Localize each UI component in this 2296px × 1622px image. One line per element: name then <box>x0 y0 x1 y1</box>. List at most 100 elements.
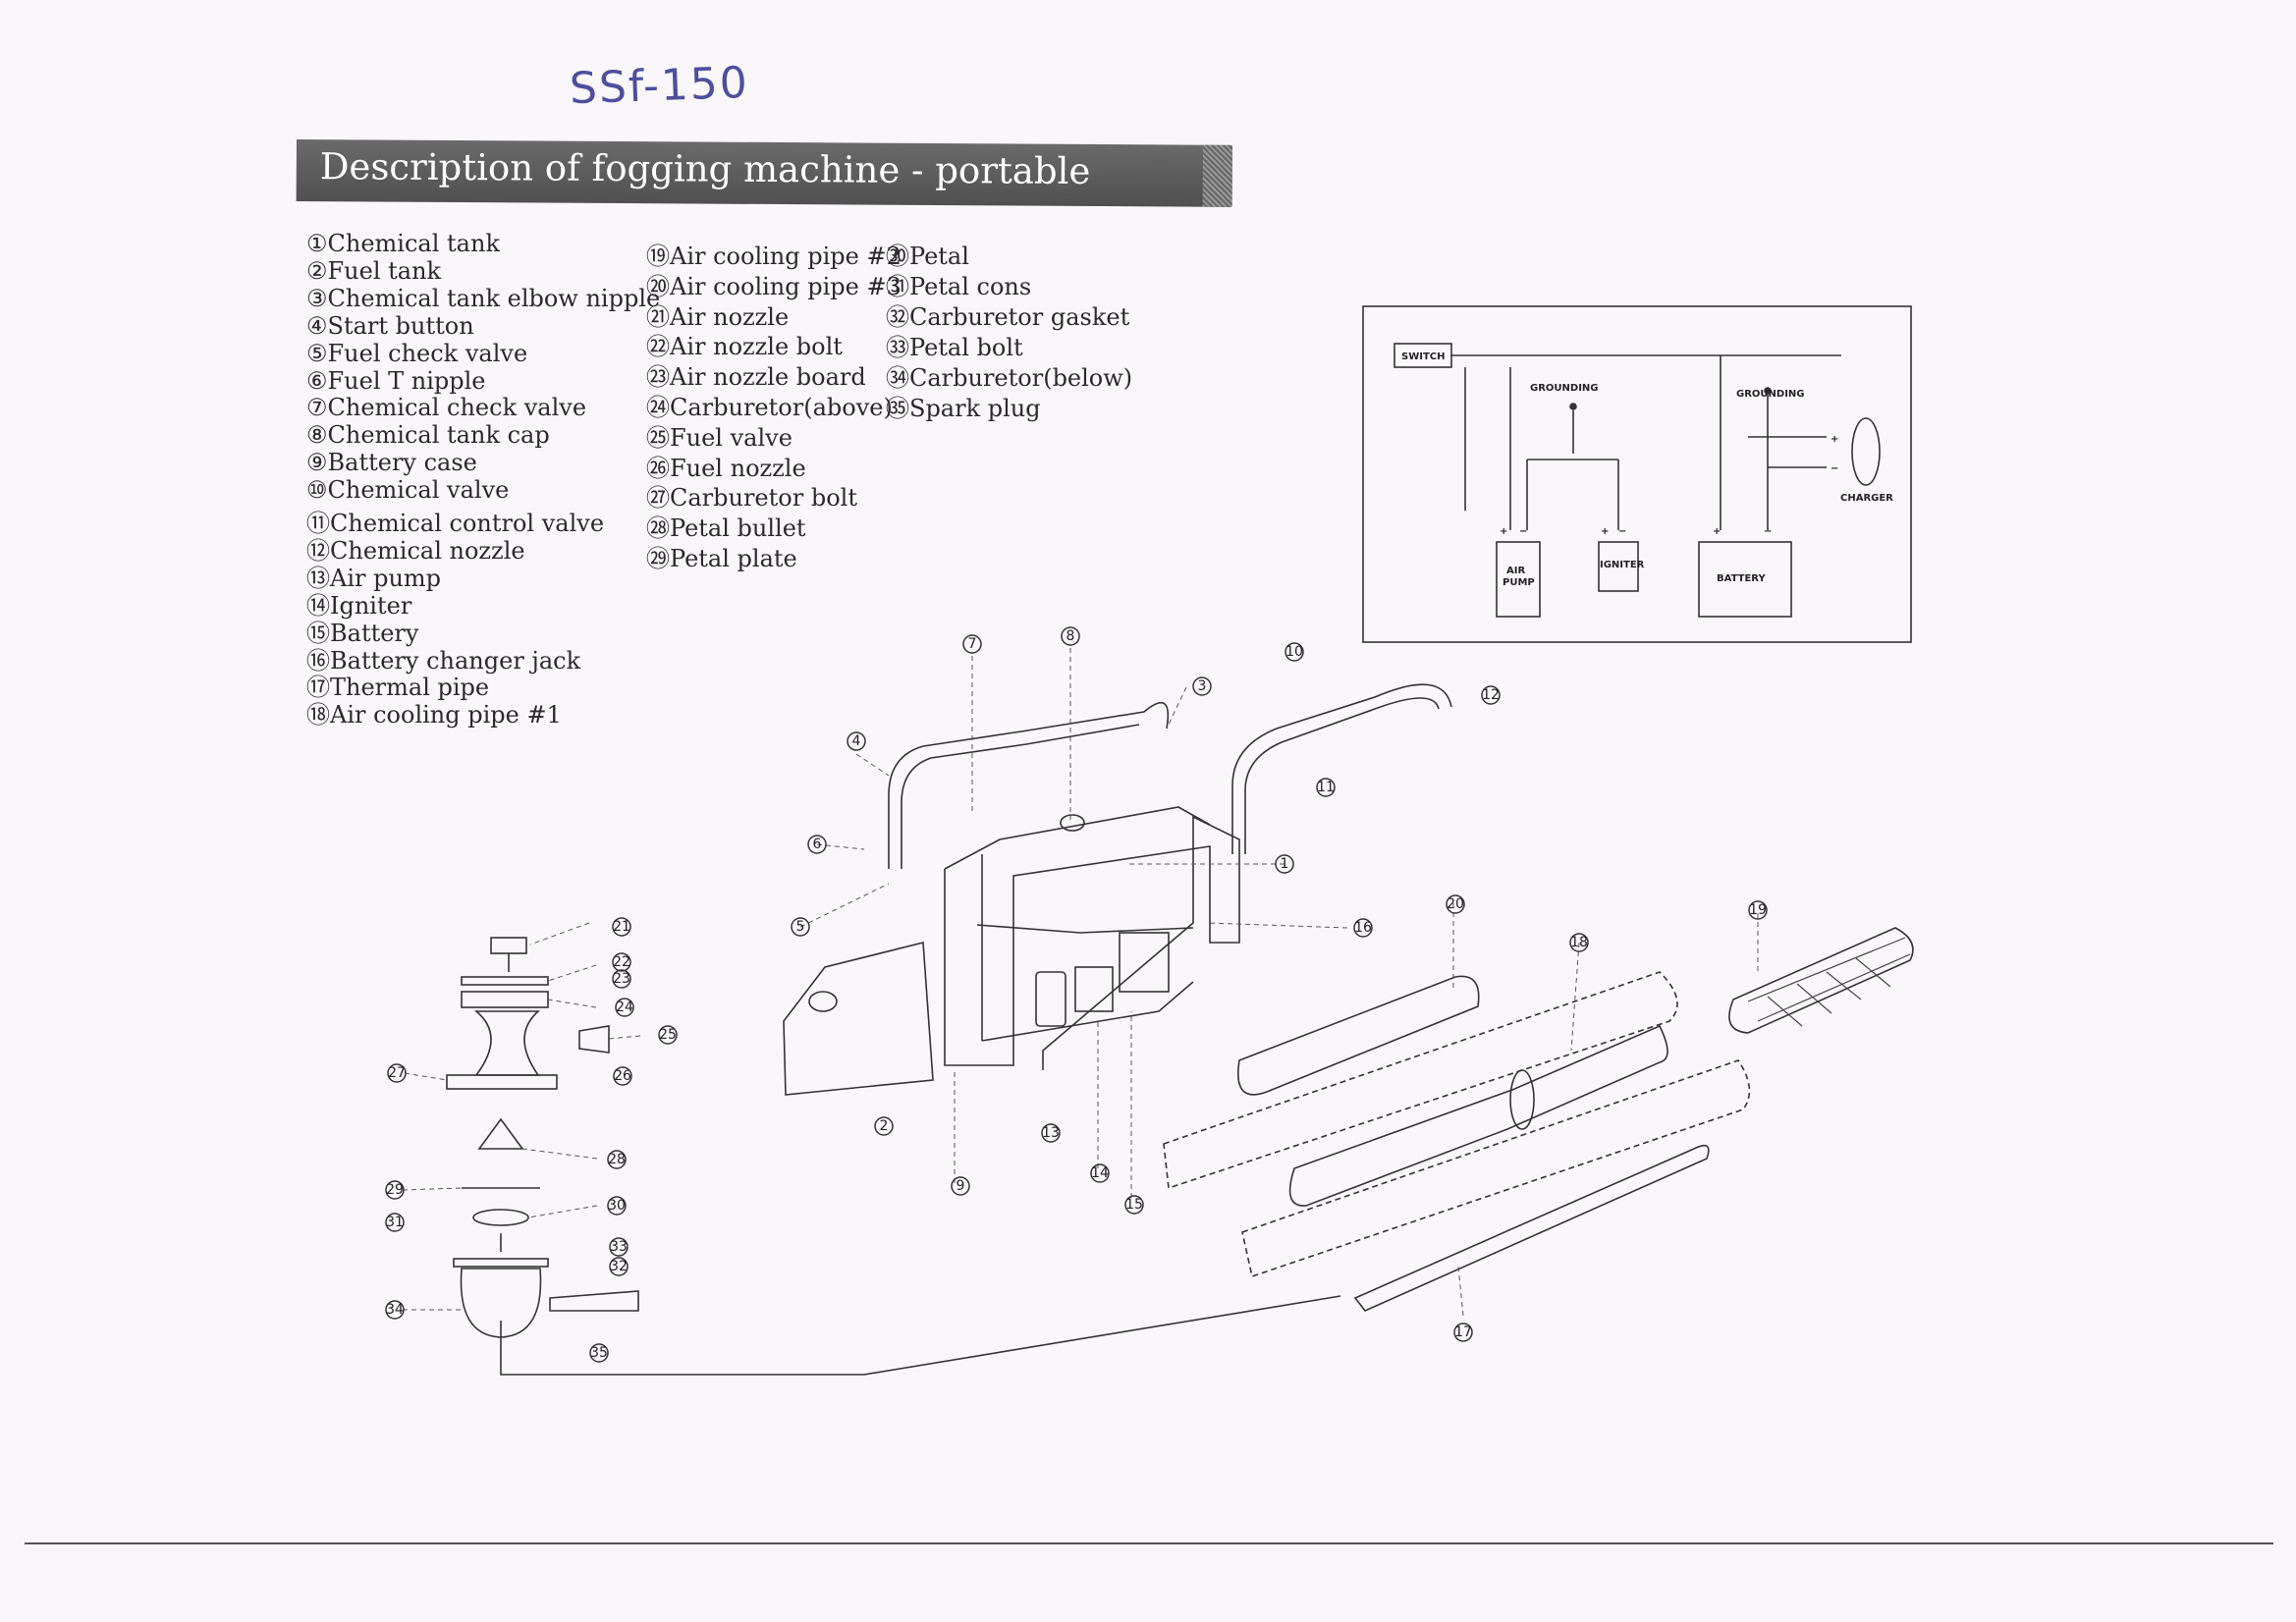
callout-7: 7 <box>962 634 982 654</box>
part-item: ㉖Fuel nozzle <box>646 454 806 482</box>
svg-text:16: 16 <box>1354 920 1372 936</box>
carburetor-below <box>460 1268 542 1338</box>
callout-22: 22 <box>612 952 631 972</box>
svg-text:17: 17 <box>1454 1325 1472 1340</box>
callout-14: 14 <box>1090 1163 1110 1183</box>
svg-text:11: 11 <box>1317 780 1335 795</box>
part-item: ⑱Air cooling pipe #1 <box>306 701 562 730</box>
callout-20: 20 <box>1446 894 1465 914</box>
part-item: ㉑Air nozzle <box>646 302 790 331</box>
part-item: ㉛Petal cons <box>886 273 1032 300</box>
igniter-box <box>1598 541 1639 592</box>
part-item: ①Chemical tank <box>306 230 500 257</box>
callout-3: 3 <box>1192 676 1212 696</box>
igniter-label: IGNITER <box>1600 560 1645 570</box>
callout-21: 21 <box>612 917 631 937</box>
carburetor-above <box>461 991 549 1008</box>
switch-label: SWITCH <box>1401 351 1445 362</box>
part-item: ㉜Carburetor gasket <box>886 303 1130 331</box>
callout-13: 13 <box>1041 1123 1061 1143</box>
svg-text:9: 9 <box>957 1178 965 1194</box>
air-pump-block <box>1035 971 1066 1027</box>
part-item: ㉔Carburetor(above) <box>646 394 893 421</box>
part-item: ㉕Fuel valve <box>646 423 793 452</box>
part-item: ⑨Battery case <box>306 449 477 477</box>
air-pump-plus: + <box>1500 526 1507 537</box>
wiring-diagram <box>1362 305 1912 643</box>
part-item: ㉝Petal bolt <box>886 334 1023 361</box>
carburetor-gasket <box>453 1258 549 1268</box>
carburetor-assembly <box>446 937 639 1338</box>
svg-text:3: 3 <box>1198 678 1207 694</box>
svg-text:12: 12 <box>1482 687 1500 703</box>
callout-5: 5 <box>791 917 810 937</box>
battery-plus: + <box>1713 526 1721 537</box>
part-item: ②Fuel tank <box>306 256 442 285</box>
spark-plug <box>549 1290 639 1312</box>
thermal-pipe <box>1353 1144 1710 1312</box>
part-item: ⑫Chemical nozzle <box>306 536 525 565</box>
svg-text:20: 20 <box>1447 896 1464 912</box>
callout-34: 34 <box>385 1300 405 1320</box>
callout-16: 16 <box>1353 918 1373 938</box>
svg-text:13: 13 <box>1042 1125 1060 1141</box>
part-item: ③Chemical tank elbow nipple <box>306 284 661 312</box>
igniter-block <box>1074 966 1114 1012</box>
battery-minus: − <box>1764 526 1772 537</box>
svg-text:4: 4 <box>852 733 861 749</box>
charger-symbol <box>1851 417 1881 486</box>
callout-2: 2 <box>874 1116 894 1136</box>
callout-19: 19 <box>1748 900 1768 920</box>
svg-text:29: 29 <box>386 1182 404 1198</box>
svg-text:19: 19 <box>1749 902 1767 918</box>
part-item: ⑬Air pump <box>306 564 442 592</box>
part-item: ⑪Chemical control valve <box>306 510 605 537</box>
callout-35: 35 <box>589 1343 609 1363</box>
svg-text:23: 23 <box>613 971 630 987</box>
part-item: ⑳Air cooling pipe #3 <box>646 272 902 300</box>
callout-4: 4 <box>847 731 866 751</box>
leader-lines <box>402 648 1759 1317</box>
svg-text:1: 1 <box>1281 856 1289 872</box>
svg-text:2: 2 <box>880 1118 889 1134</box>
bottom-rule <box>25 1542 2273 1544</box>
battery-block <box>1119 932 1170 993</box>
air-pump-label-1: AIR <box>1506 566 1525 576</box>
svg-text:14: 14 <box>1091 1165 1109 1181</box>
part-item: ㉚Petal <box>886 243 969 270</box>
callout-25: 25 <box>658 1025 678 1045</box>
svg-text:31: 31 <box>386 1215 404 1230</box>
charger-minus: − <box>1831 463 1838 474</box>
part-item: ⑯Battery changer jack <box>306 646 581 675</box>
svg-text:34: 34 <box>386 1302 404 1318</box>
svg-text:18: 18 <box>1570 935 1588 950</box>
part-item: ⑮Battery <box>306 619 419 647</box>
part-item: ㉓Air nozzle board <box>646 363 866 392</box>
svg-text:21: 21 <box>613 919 630 935</box>
callout-18: 18 <box>1569 933 1589 952</box>
callout-31: 31 <box>385 1213 405 1232</box>
air-nozzle-board <box>461 976 549 986</box>
grounding-label-2: GROUNDING <box>1736 389 1805 400</box>
grounding-label-1: GROUNDING <box>1530 383 1599 394</box>
callout-6: 6 <box>807 835 827 854</box>
battery-case <box>783 941 934 1096</box>
callout-8: 8 <box>1061 626 1080 646</box>
petal-bullet <box>477 1117 524 1150</box>
callout-26: 26 <box>613 1066 632 1086</box>
air-pump-label-2: PUMP <box>1503 577 1535 588</box>
callout-32: 32 <box>609 1257 629 1276</box>
charger-plus: + <box>1831 434 1838 445</box>
part-item: ㉟Spark plug <box>886 395 1041 422</box>
part-item: ㉒Air nozzle bolt <box>646 333 843 361</box>
part-item: ⑩Chemical valve <box>306 476 510 505</box>
callout-24: 24 <box>615 998 634 1017</box>
part-item: ⑤Fuel check valve <box>306 339 528 367</box>
part-item: ㉞Carburetor(below) <box>886 364 1133 392</box>
svg-text:28: 28 <box>608 1152 626 1167</box>
charger-label: CHARGER <box>1840 493 1893 504</box>
callout-10: 10 <box>1285 642 1304 662</box>
svg-text:10: 10 <box>1285 644 1303 660</box>
igniter-plus: + <box>1601 526 1609 537</box>
callout-9: 9 <box>951 1176 970 1196</box>
